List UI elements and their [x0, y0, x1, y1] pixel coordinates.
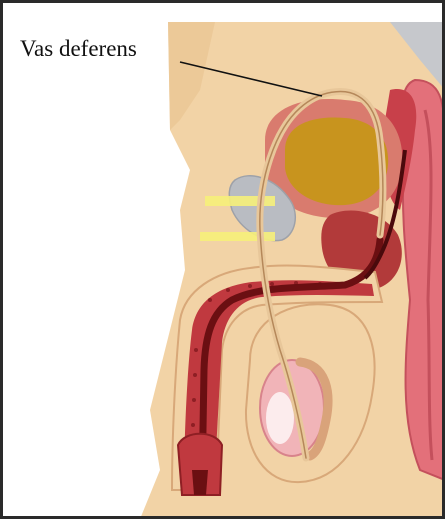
vas-deferens-label: Vas deferens	[20, 36, 137, 62]
bladder-interior	[285, 117, 388, 205]
glans-tip	[192, 470, 208, 495]
testis-highlight	[266, 392, 294, 444]
